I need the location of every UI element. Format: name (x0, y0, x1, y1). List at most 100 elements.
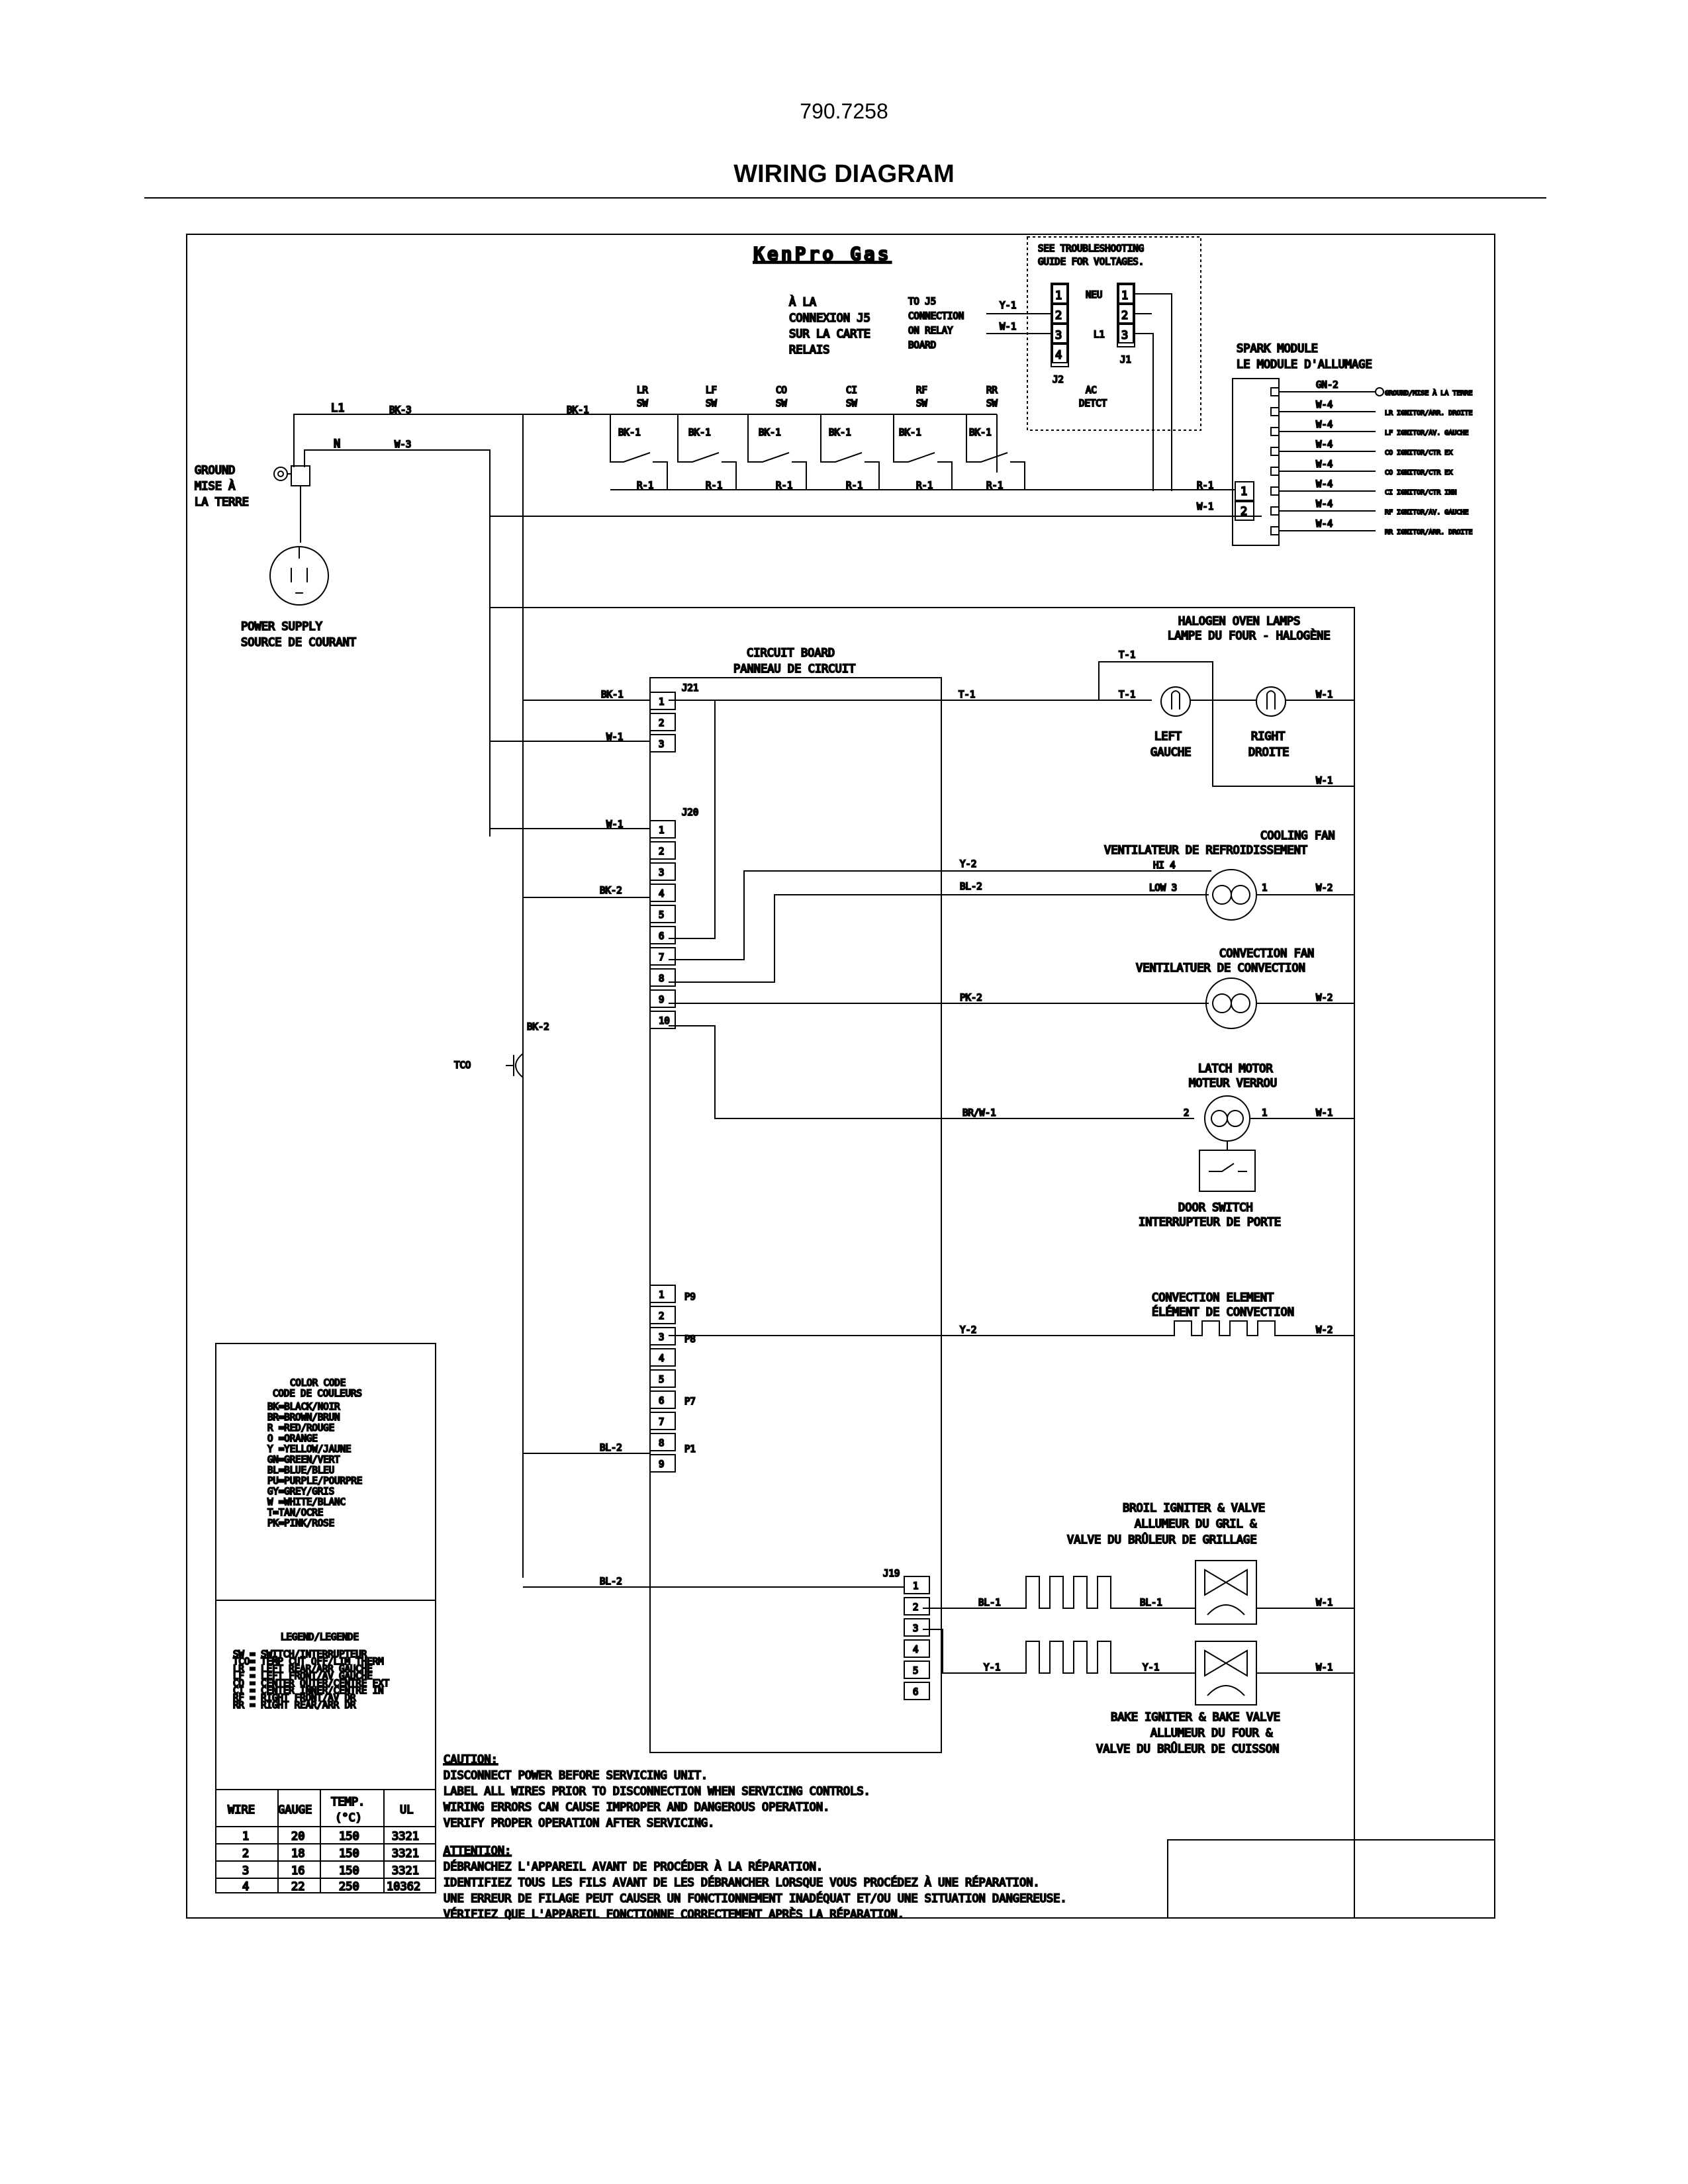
j20-pin-number: 10 (659, 1016, 670, 1026)
svg-text:ON RELAY: ON RELAY (908, 326, 953, 336)
lamp-right-en: RIGHT (1251, 730, 1285, 743)
svg-text:22: 22 (291, 1880, 305, 1893)
svg-text:3321: 3321 (392, 1864, 419, 1878)
svg-text:NEU: NEU (1086, 290, 1102, 300)
troubleshoot-note-1: SEE TROUBLESHOOTING (1038, 244, 1144, 254)
wire-y1-j2: Y-1 (1000, 300, 1016, 311)
j1-leads (1135, 293, 1172, 491)
svg-text:CODE DE COULEURS: CODE DE COULEURS (273, 1388, 362, 1399)
wire-bl1-broil: BL-1 (978, 1598, 1001, 1608)
ppins-pin-number: 8 (659, 1438, 664, 1449)
svg-text:R-1: R-1 (846, 480, 863, 491)
lamp-feed (669, 661, 1152, 701)
wire-bl2-p1: BL-2 (600, 1443, 622, 1453)
switch-feed (610, 414, 998, 473)
svg-text:BK-1: BK-1 (899, 428, 921, 438)
wire-bl2-j19: BL-2 (600, 1576, 622, 1587)
p9-label: P9 (684, 1292, 696, 1302)
svg-text:CO IGNITOR/CTR EX: CO IGNITOR/CTR EX (1385, 469, 1452, 477)
j21-pin (649, 734, 676, 752)
bake-valve-icon (1195, 1641, 1257, 1706)
j20-pin-number: 8 (659, 974, 664, 984)
j19-pin-number: 3 (913, 1623, 918, 1634)
j5-note-en: TO J5 CONNECTION ON RELAY BOARD (908, 296, 964, 351)
lamp-right-fr: DROITE (1248, 746, 1289, 759)
wire-bl1-broil2: BL-1 (1140, 1598, 1162, 1608)
svg-text:4: 4 (242, 1880, 249, 1893)
j20-pin-number: 1 (659, 825, 664, 836)
svg-text:W-4: W-4 (1316, 459, 1333, 470)
svg-text:PU=PURPLE/POURPRE: PU=PURPLE/POURPRE (267, 1476, 362, 1486)
board-title-fr: PANNEAU DE CIRCUIT (733, 662, 855, 676)
wire-w1-lamp: W-1 (1316, 690, 1333, 700)
svg-text:WIRING ERRORS CAN CAUSE IMPROP: WIRING ERRORS CAN CAUSE IMPROPER AND DAN… (444, 1801, 829, 1814)
j20-pin-number: 9 (659, 995, 664, 1005)
svg-text:3321: 3321 (392, 1847, 419, 1860)
fan-hi: HI 4 (1153, 860, 1176, 871)
broil-fr-2: VALVE DU BRÛLEUR DE GRILLAGE (1067, 1532, 1257, 1547)
n-label: N (334, 437, 340, 451)
j20-pin (649, 905, 676, 923)
j20-pin-number: 2 (659, 846, 664, 857)
diagram-frame (186, 234, 1495, 1919)
svg-text:R-1: R-1 (986, 480, 1003, 491)
ppins-pin (649, 1390, 676, 1409)
svg-text:SUR LA CARTE: SUR LA CARTE (789, 328, 870, 341)
svg-text:CAUTION:: CAUTION: (444, 1753, 498, 1766)
ppins-pin (649, 1306, 676, 1324)
svg-text:3: 3 (1121, 329, 1128, 342)
j20-pin (649, 947, 676, 966)
latch-fr: MOTEUR VERROU (1189, 1077, 1277, 1090)
fan-low: LOW 3 (1149, 883, 1177, 893)
latch-pin1: 1 (1262, 1108, 1267, 1118)
circuit-board (649, 677, 942, 1753)
svg-text:LF = LEFT FRONT/AV GAUCHE: LF = LEFT FRONT/AV GAUCHE (233, 1671, 373, 1682)
svg-text:R =RED/ROUGE: R =RED/ROUGE (267, 1423, 334, 1433)
spark-outputs: GN-2 W-4 W-4 W-4 W-4 W-4 W-4 W-4 GROUND/… (1270, 379, 1473, 537)
broil-valve-icon (1195, 1560, 1257, 1625)
svg-text:150: 150 (339, 1847, 359, 1860)
wire-t1: T-1 (959, 690, 975, 700)
bake-igniter (923, 1629, 1196, 1674)
j20-pin (649, 841, 676, 860)
title-rule (144, 197, 1546, 199)
j20-pin (649, 1011, 676, 1029)
ppins-pin-number: 4 (659, 1353, 664, 1364)
j19-pin (904, 1597, 930, 1615)
bake-fr-1: ALLUMEUR DU FOUR & (1150, 1727, 1273, 1740)
svg-text:R-1: R-1 (916, 480, 933, 491)
svg-text:BK-1: BK-1 (759, 428, 781, 438)
ppins-pin (649, 1285, 676, 1303)
svg-text:(°C): (°C) (335, 1811, 362, 1825)
j20-pin-number: 6 (659, 931, 664, 942)
conv-fan-fr: VENTILATUER DE CONVECTION (1136, 962, 1305, 975)
svg-text:VÉRIFIEZ QUE L'APPAREIL FONCTI: VÉRIFIEZ QUE L'APPAREIL FONCTIONNE CORRE… (444, 1907, 904, 1921)
conv-fan-en: CONVECTION FAN (1219, 947, 1314, 960)
svg-text:BK-1: BK-1 (969, 428, 992, 438)
svg-text:ATTENTION:: ATTENTION: (444, 1844, 511, 1858)
troubleshoot-note-2: GUIDE FOR VOLTAGES. (1038, 257, 1144, 267)
j19-pin-number: 6 (913, 1687, 918, 1698)
j19-pin-number: 5 (913, 1666, 918, 1676)
svg-text:16: 16 (291, 1864, 305, 1878)
svg-text:PK=PINK/ROSE: PK=PINK/ROSE (267, 1518, 334, 1529)
j19-pin (904, 1661, 930, 1679)
svg-text:RF: RF (916, 385, 927, 396)
svg-text:RF = RIGHT FRONT/AV DR: RF = RIGHT FRONT/AV DR (233, 1693, 356, 1704)
j21-label: J21 (682, 683, 698, 694)
wire-pk2: PK-2 (960, 993, 982, 1003)
svg-text:LR IGNITOR/ARR. DROITE: LR IGNITOR/ARR. DROITE (1385, 410, 1472, 417)
svg-text:CI IGNITOR/CTR INN: CI IGNITOR/CTR INN (1385, 489, 1456, 496)
wire-bk1-j21: BK-1 (601, 690, 624, 700)
j21-pin-number: 3 (659, 739, 664, 750)
j5-note-fr: À LA CONNEXION J5 SUR LA CARTE RELAIS (788, 294, 871, 357)
wire-w2-convfan: W-2 (1316, 993, 1333, 1003)
svg-text:TEMP.: TEMP. (331, 1796, 365, 1809)
attention-notes: ATTENTION: DÉBRANCHEZ L'APPAREIL AVANT D… (443, 1844, 1068, 1922)
door-switch-fr: INTERRUPTEUR DE PORTE (1139, 1216, 1281, 1229)
spark-title-fr: LE MODULE D'ALLUMAGE (1237, 358, 1372, 371)
j19-label: J19 (883, 1569, 900, 1579)
